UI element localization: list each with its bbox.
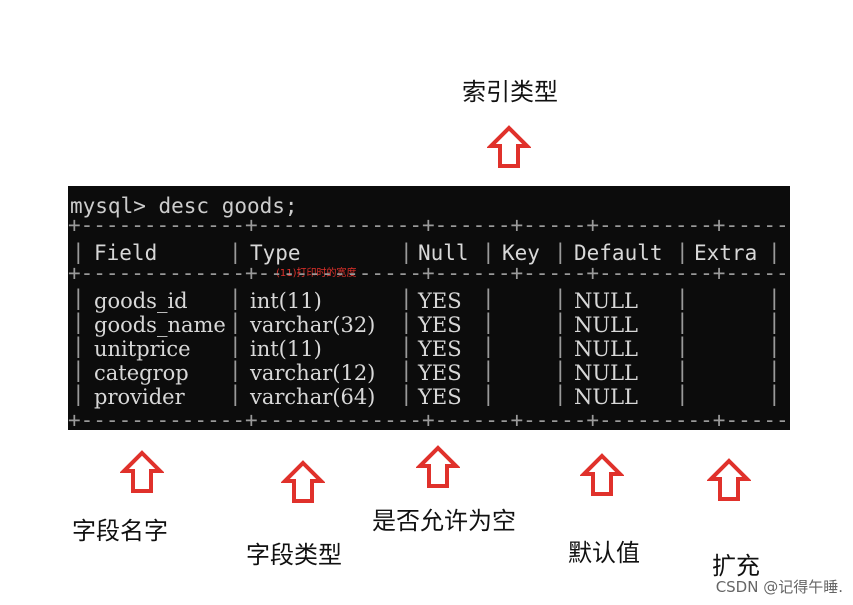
cell-default: NULL xyxy=(574,385,638,409)
up-arrow-icon xyxy=(416,445,460,489)
header-field: Field xyxy=(94,241,158,265)
header-key: Key xyxy=(502,241,540,265)
label-default-value: 默认值 xyxy=(568,539,640,567)
cell-null: YES xyxy=(418,289,462,313)
table-pipe: | xyxy=(482,240,495,264)
up-arrow-icon xyxy=(120,450,164,494)
cell-default: NULL xyxy=(574,361,638,385)
table-pipe: ||||| xyxy=(229,286,242,406)
table-border-header: +-------------+-------------+------+----… xyxy=(68,261,790,285)
table-pipe: | xyxy=(554,240,567,264)
label-allow-null: 是否允许为空 xyxy=(372,507,516,535)
terminal-prompt: mysql> desc goods; xyxy=(70,194,298,218)
table-pipe: | xyxy=(400,240,413,264)
cell-default: NULL xyxy=(574,337,638,361)
cell-type: varchar(32) xyxy=(250,313,376,337)
type-width-annotation: (11)打印时的宽度 xyxy=(276,268,357,279)
cell-default: NULL xyxy=(574,313,638,337)
table-border-top: +-------------+-------------+------+----… xyxy=(68,213,790,237)
header-type: Type xyxy=(250,241,301,265)
table-border-bottom: +-------------+-------------+------+----… xyxy=(68,408,790,431)
cell-null: YES xyxy=(418,385,462,409)
table-pipe: | xyxy=(676,240,689,264)
up-arrow-icon xyxy=(281,460,325,504)
cell-null: YES xyxy=(418,337,462,361)
up-arrow-icon xyxy=(580,453,624,497)
table-pipe: | xyxy=(72,240,85,264)
table-pipe: | xyxy=(229,240,242,264)
up-arrow-icon xyxy=(707,458,751,502)
cell-field: unitprice xyxy=(94,337,191,361)
label-field-type: 字段类型 xyxy=(246,541,342,569)
table-pipe: ||||| xyxy=(482,286,495,406)
table-pipe: ||||| xyxy=(72,286,85,406)
terminal-window: mysql> desc goods; +-------------+------… xyxy=(68,186,790,430)
cell-type: int(11) xyxy=(250,337,322,361)
header-null: Null xyxy=(418,241,469,265)
cell-field: goods_name xyxy=(94,313,226,337)
cell-null: YES xyxy=(418,361,462,385)
cell-null: YES xyxy=(418,313,462,337)
cell-type: varchar(12) xyxy=(250,361,376,385)
table-pipe: ||||| xyxy=(768,286,781,406)
cell-field: categrop xyxy=(94,361,189,385)
cell-default: NULL xyxy=(574,289,638,313)
label-field-name: 字段名字 xyxy=(72,517,168,545)
table-pipe: ||||| xyxy=(400,286,413,406)
cell-type: int(11) xyxy=(250,289,322,313)
table-pipe: ||||| xyxy=(676,286,689,406)
watermark: CSDN @记得午睡. xyxy=(715,578,843,596)
up-arrow-icon xyxy=(487,125,531,169)
cell-type: varchar(64) xyxy=(250,385,376,409)
label-extra: 扩充 xyxy=(712,552,760,580)
cell-field: goods_id xyxy=(94,289,188,313)
label-index-type: 索引类型 xyxy=(462,78,558,106)
cell-field: provider xyxy=(94,385,185,409)
table-pipe: ||||| xyxy=(554,286,567,406)
table-pipe: | xyxy=(768,240,781,264)
header-default: Default xyxy=(574,241,663,265)
header-extra: Extra xyxy=(694,241,758,265)
